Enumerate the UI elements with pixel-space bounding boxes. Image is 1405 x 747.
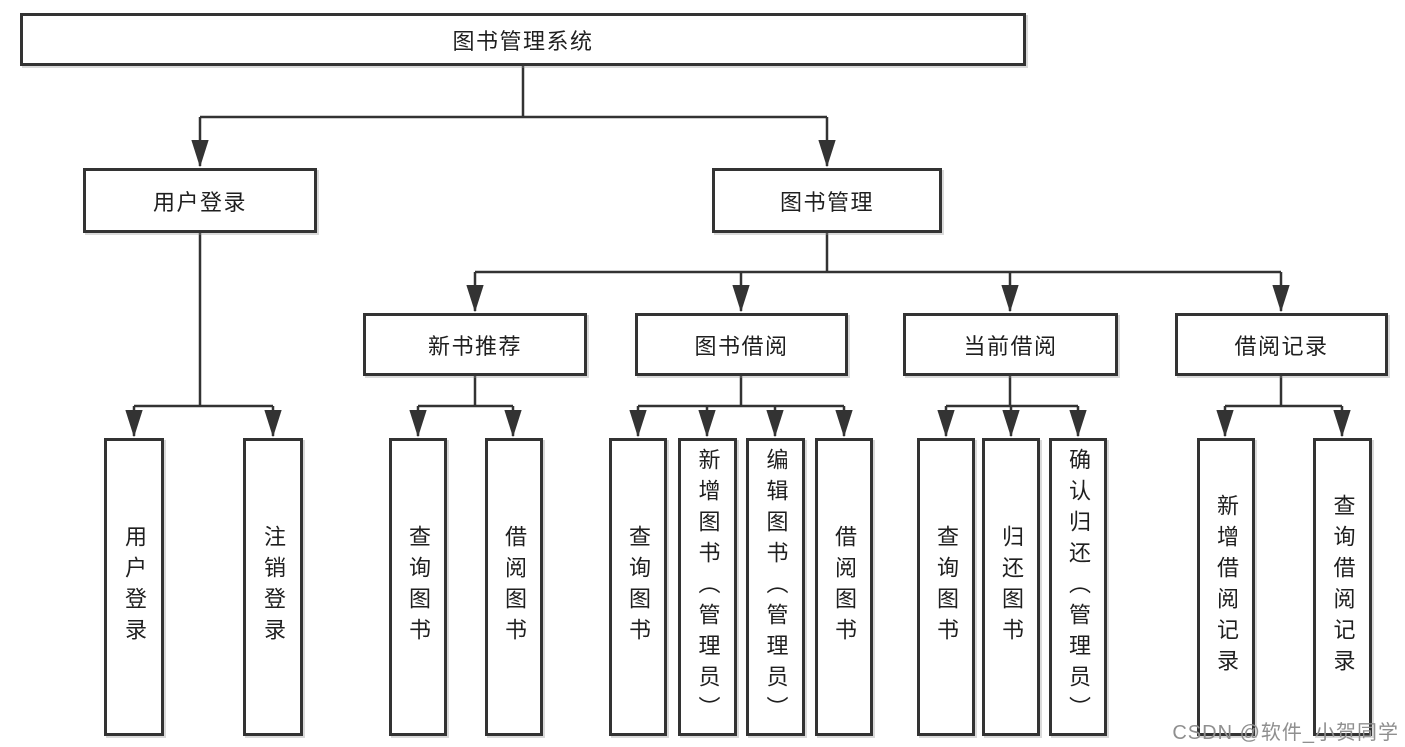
node-label: 确认归还（管理员） <box>1066 447 1091 727</box>
node-new-book-recommend: 新书推荐 <box>363 313 587 376</box>
node-current-borrowing: 当前借阅 <box>903 313 1118 376</box>
node-leaf-logout: 注销登录 <box>243 438 303 736</box>
node-label: 新增图书（管理员） <box>695 447 721 727</box>
book-borrowing-branch-lines <box>629 376 853 438</box>
node-label: 查询借阅记录 <box>1330 494 1356 680</box>
user-login-branch-lines <box>125 233 282 438</box>
node-label: 图书管理系统 <box>452 28 594 54</box>
current-borrowing-branch-lines <box>937 376 1087 438</box>
node-label: 新书推荐 <box>427 333 522 359</box>
node-leaf-cb-confirm-return-admin: 确认归还（管理员） <box>1049 438 1107 736</box>
node-leaf-user-login: 用户登录 <box>104 438 164 736</box>
node-leaf-bb-edit-books-admin: 编辑图书（管理员） <box>746 438 805 736</box>
node-label: 查询图书 <box>934 525 959 649</box>
node-leaf-cb-return-books: 归还图书 <box>982 438 1040 736</box>
node-label: 借阅图书 <box>502 525 527 649</box>
node-label: 归还图书 <box>999 525 1024 649</box>
node-label: 查询图书 <box>626 525 651 649</box>
node-user-login-group: 用户登录 <box>83 168 317 233</box>
node-leaf-nb-query-books: 查询图书 <box>389 438 447 736</box>
node-label: 用户登录 <box>152 189 247 215</box>
node-label: 新增借阅记录 <box>1214 494 1239 680</box>
csdn-watermark: CSDN @软件_小贺同学 <box>1172 722 1399 744</box>
node-leaf-cb-query-books: 查询图书 <box>917 438 975 736</box>
node-label: 借阅图书 <box>832 525 857 649</box>
node-label: 借阅记录 <box>1234 333 1329 359</box>
node-leaf-bb-query-books: 查询图书 <box>609 438 667 736</box>
borrowing-records-branch-lines <box>1216 376 1351 438</box>
node-borrowing-records: 借阅记录 <box>1175 313 1388 376</box>
node-label: 图书管理 <box>779 189 874 215</box>
node-root-library-management-system: 图书管理系统 <box>20 13 1026 66</box>
node-label: 编辑图书（管理员） <box>763 447 789 727</box>
node-label: 查询图书 <box>406 525 431 649</box>
node-label: 图书借阅 <box>694 333 789 359</box>
new-book-recommend-branch-lines <box>409 376 522 438</box>
node-leaf-bb-add-books-admin: 新增图书（管理员） <box>678 438 737 736</box>
root-branch-lines <box>191 66 836 168</box>
book-management-branch-lines <box>466 233 1290 313</box>
node-book-borrowing: 图书借阅 <box>635 313 848 376</box>
node-leaf-br-query-record: 查询借阅记录 <box>1313 438 1372 736</box>
node-book-management: 图书管理 <box>712 168 942 233</box>
node-label: 当前借阅 <box>963 333 1058 359</box>
node-leaf-nb-borrow-books: 借阅图书 <box>485 438 543 736</box>
node-label: 用户登录 <box>122 525 147 649</box>
node-leaf-br-add-record: 新增借阅记录 <box>1197 438 1255 736</box>
node-label: 注销登录 <box>261 525 286 649</box>
node-leaf-bb-borrow-books: 借阅图书 <box>815 438 873 736</box>
